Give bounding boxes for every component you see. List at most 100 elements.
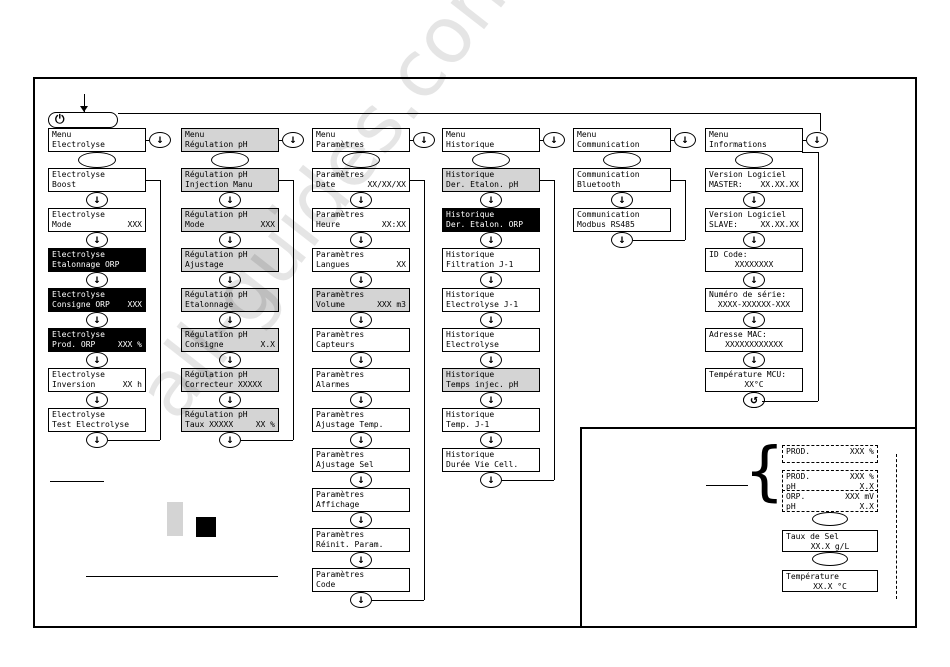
arrow-down-circle-icon[interactable]: ↓ <box>480 352 502 368</box>
display-screen-box[interactable]: PROD.XXX % <box>782 445 878 463</box>
arrow-down-circle-icon[interactable]: ↓ <box>480 392 502 408</box>
arrow-down-circle-icon[interactable]: ↓ <box>86 352 108 368</box>
next-menu-circle[interactable]: ↓ <box>806 132 828 148</box>
arrow-down-circle-icon[interactable]: ↓ <box>480 472 502 488</box>
arrow-down-circle-icon[interactable]: ↓ <box>219 192 241 208</box>
arrow-down-circle-icon[interactable]: ↓ <box>480 192 502 208</box>
arrow-down-circle-icon[interactable]: ↓ <box>219 312 241 328</box>
enter-button[interactable] <box>812 512 848 526</box>
arrow-down-circle-icon[interactable]: ↓ <box>480 432 502 448</box>
next-menu-circle[interactable]: ↓ <box>413 132 435 148</box>
arrow-down-circle-icon[interactable]: ↓ <box>350 312 372 328</box>
arrow-down-circle-icon[interactable]: ↓ <box>86 192 108 208</box>
arrow-down-circle-icon[interactable]: ↓ <box>86 432 108 448</box>
enter-button[interactable] <box>603 152 641 168</box>
enter-button[interactable] <box>78 152 116 168</box>
arrow-down-circle-icon[interactable]: ↓ <box>219 352 241 368</box>
arrow-down-circle-icon[interactable]: ↓ <box>350 552 372 568</box>
arrow-down-circle-icon[interactable]: ↓ <box>743 312 765 328</box>
menu-item-box[interactable]: ID Code:XXXXXXXX <box>705 248 803 272</box>
enter-button[interactable] <box>735 152 773 168</box>
arrow-down-circle-icon[interactable]: ↓ <box>350 392 372 408</box>
arrow-down-circle-icon[interactable]: ↓ <box>219 392 241 408</box>
arrow-down-circle-icon[interactable]: ↓ <box>743 352 765 368</box>
arrow-down-circle-icon[interactable]: ↓ <box>743 232 765 248</box>
arrow-down-circle-icon[interactable]: ↓ <box>219 432 241 448</box>
menu-item-box[interactable]: Numéro de série:XXXX-XXXXXX-XXX <box>705 288 803 312</box>
arrow-down-circle-icon[interactable]: ↓ <box>743 272 765 288</box>
power-button[interactable]: ⏻ <box>48 112 118 128</box>
arrow-down-circle-icon[interactable]: ↓ <box>350 352 372 368</box>
arrow-down-circle-icon[interactable]: ↓ <box>350 272 372 288</box>
arrow-down-circle-icon[interactable]: ↓ <box>480 272 502 288</box>
arrow-down-circle-icon[interactable]: ↓ <box>350 512 372 528</box>
enter-button[interactable] <box>211 152 249 168</box>
arrow-down-circle-icon[interactable]: ↓ <box>480 312 502 328</box>
enter-button[interactable] <box>812 552 848 566</box>
enter-button[interactable] <box>342 152 380 168</box>
arrow-down-circle-icon[interactable]: ↓ <box>480 232 502 248</box>
next-menu-circle[interactable]: ↓ <box>674 132 696 148</box>
arrow-down-circle-icon[interactable]: ↓ <box>611 232 633 248</box>
arrow-down-circle-icon[interactable]: ↓ <box>350 432 372 448</box>
arrow-down-circle-icon[interactable]: ↓ <box>219 232 241 248</box>
menu-item-box[interactable]: Température MCU:XX°C <box>705 368 803 392</box>
arrow-down-circle-icon[interactable]: ↓ <box>86 232 108 248</box>
return-icon[interactable]: ↺ <box>743 392 765 408</box>
arrow-down-circle-icon[interactable]: ↓ <box>611 192 633 208</box>
arrow-down-circle-icon[interactable]: ↓ <box>86 272 108 288</box>
next-menu-circle[interactable]: ↓ <box>149 132 171 148</box>
arrow-down-circle-icon[interactable]: ↓ <box>219 272 241 288</box>
arrow-down-circle-icon[interactable]: ↓ <box>86 392 108 408</box>
arrow-down-circle-icon[interactable]: ↓ <box>350 472 372 488</box>
arrow-down-circle-icon[interactable]: ↓ <box>350 232 372 248</box>
arrow-down-circle-icon[interactable]: ↓ <box>350 592 372 608</box>
arrow-down-circle-icon[interactable]: ↓ <box>350 192 372 208</box>
arrow-down-circle-icon[interactable]: ↓ <box>743 192 765 208</box>
arrow-down-circle-icon[interactable]: ↓ <box>86 312 108 328</box>
menu-item-box[interactable]: Adresse MAC:XXXXXXXXXXXX <box>705 328 803 352</box>
next-menu-circle[interactable]: ↓ <box>543 132 565 148</box>
